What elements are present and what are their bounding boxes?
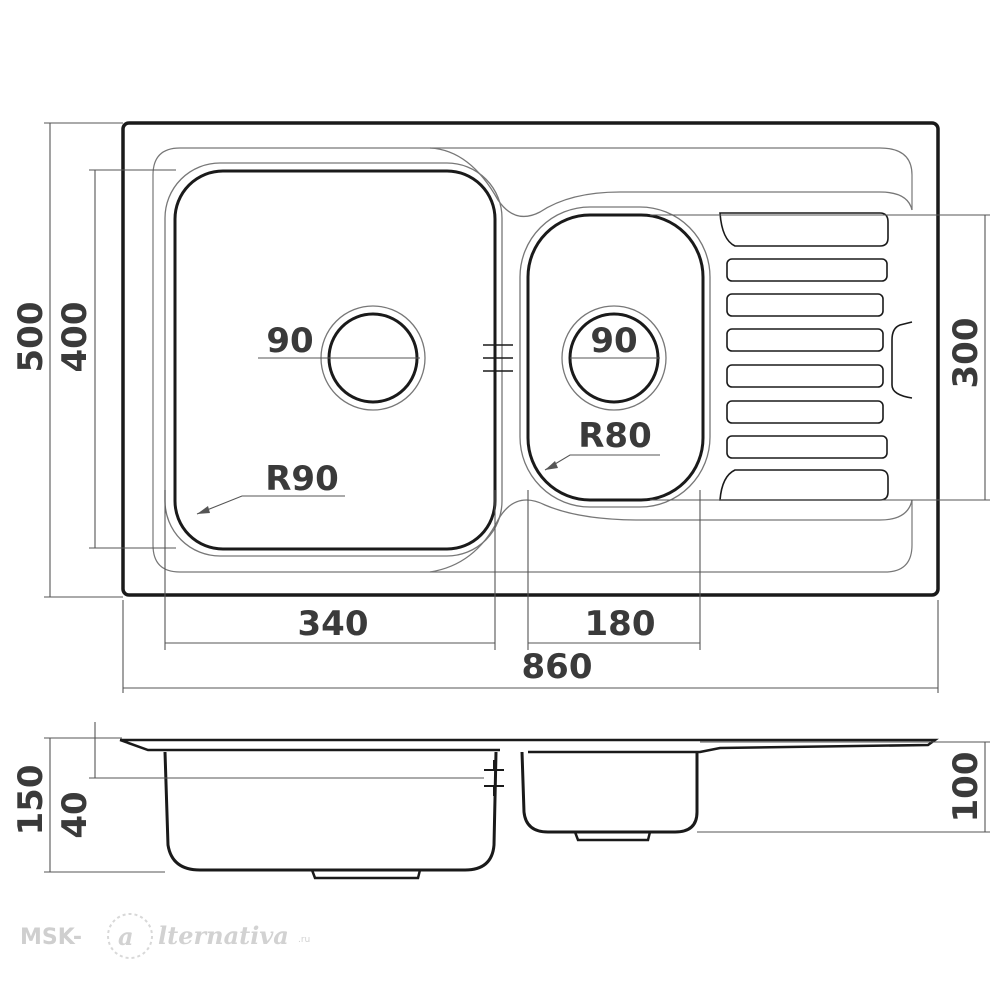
small-bowl-depth-label: 100 <box>946 752 986 823</box>
small-drain-outer <box>561 305 667 411</box>
drainboard-notch <box>891 321 913 399</box>
watermark-prefix: MSK- <box>20 925 82 950</box>
rim-depth-label: 40 <box>55 791 95 838</box>
sink-deck-line <box>152 147 913 573</box>
overall-depth-label: 500 <box>11 302 51 373</box>
small-bowl-radius-label: R80 <box>578 416 652 456</box>
small-drain-label: 90 <box>590 321 637 361</box>
total-depth-label: 150 <box>11 765 51 836</box>
plan-view <box>121 121 940 597</box>
section-small-bowl <box>520 751 699 834</box>
main-bowl-outer <box>164 162 503 557</box>
section-overflow <box>484 760 504 796</box>
watermark-logo: MSK- a lternativa .ru <box>20 913 310 959</box>
watermark-suffix: lternativa <box>158 921 289 950</box>
small-bowl-outer <box>519 206 711 508</box>
main-bowl-width-label: 340 <box>298 604 369 644</box>
section-main-drain <box>310 869 422 880</box>
section-dimension-lines <box>44 722 990 873</box>
small-bowl-inner <box>526 213 705 502</box>
sink-outer-outline <box>121 121 940 597</box>
section-small-drain <box>573 831 652 842</box>
section-main-bowl <box>163 751 498 872</box>
main-bowl-radius-label: R90 <box>265 459 339 499</box>
watermark-at-icon <box>107 913 153 959</box>
drainboard-ribs <box>719 212 889 501</box>
section-view <box>119 738 939 880</box>
overall-width-label: 860 <box>522 647 593 687</box>
watermark-at-glyph: a <box>118 922 134 951</box>
overflow-mark <box>483 344 513 372</box>
main-drain-label: 90 <box>266 321 313 361</box>
bowl-bridge-lower <box>429 499 913 573</box>
plan-dimension-lines <box>44 122 990 693</box>
small-bowl-width-label: 180 <box>585 604 656 644</box>
main-bowl-length-label: 400 <box>55 302 95 373</box>
small-bowl-length-label: 300 <box>946 318 986 389</box>
dimension-labels: 860 340 180 90 90 R90 R80 500 400 300 15… <box>11 302 986 839</box>
main-bowl-inner <box>173 169 497 551</box>
watermark-domain: .ru <box>298 935 310 945</box>
section-rim <box>119 738 939 754</box>
dimension-arrows <box>197 461 558 514</box>
bowl-bridge <box>429 147 913 218</box>
